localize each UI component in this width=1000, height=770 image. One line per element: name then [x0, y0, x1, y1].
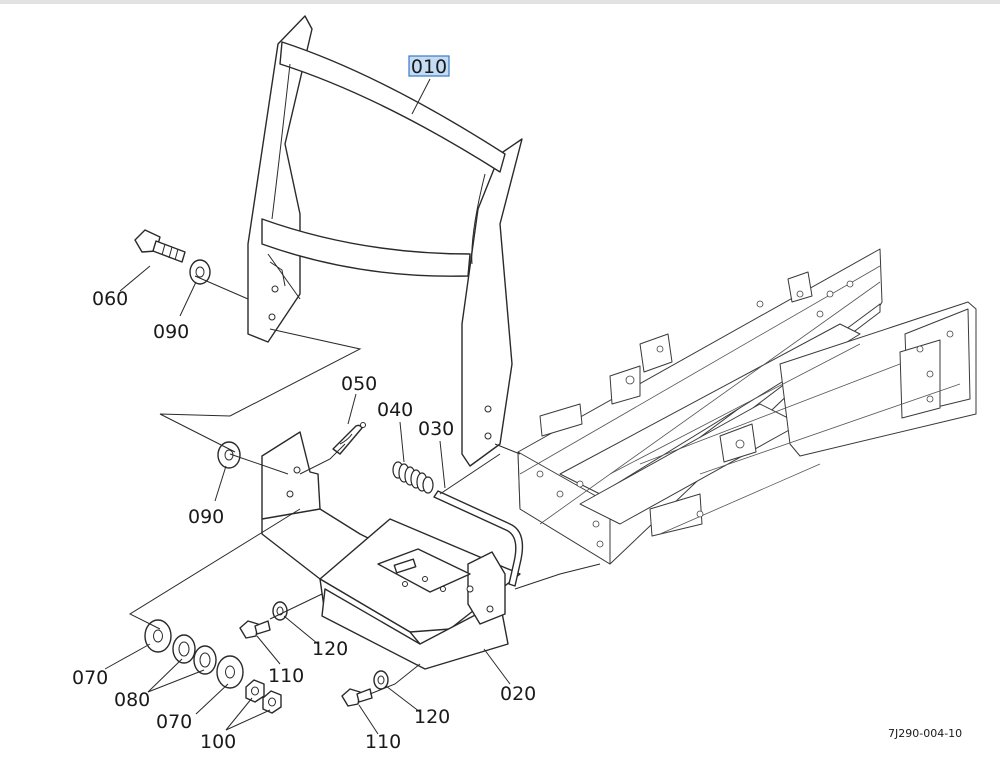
assembly-guide-lines [128, 275, 601, 695]
callout-040[interactable]: 040 [377, 399, 413, 421]
bolt-part-060[interactable] [134, 229, 186, 263]
callout-020[interactable]: 020 [500, 683, 536, 705]
bolt-part-110-lower[interactable] [341, 688, 373, 707]
spring-part-040[interactable] [392, 461, 434, 494]
rod-part-030[interactable] [433, 490, 524, 587]
washer-part-090-top[interactable] [189, 259, 211, 285]
callout-leader-lines [104, 78, 511, 735]
washer-part-080-a[interactable] [172, 634, 196, 664]
clip-pin-part-050[interactable] [332, 422, 366, 455]
exploded-parts-diagram: 010 060 090 050 040 030 090 070 080 070 … [72, 15, 977, 753]
nut-part-100-b[interactable] [262, 690, 282, 714]
bolt-part-110-upper[interactable] [239, 620, 271, 639]
callout-110-upper[interactable]: 110 [268, 665, 304, 687]
callout-120-upper[interactable]: 120 [312, 638, 348, 660]
drawing-number: 7J290-004-10 [888, 727, 962, 740]
callout-050[interactable]: 050 [341, 373, 377, 395]
tractor-frame-illustration [517, 248, 977, 565]
bracket-part-020[interactable] [261, 431, 521, 670]
svg-text:010: 010 [411, 56, 447, 78]
callout-090-top[interactable]: 090 [153, 321, 189, 343]
callout-070-b[interactable]: 070 [156, 711, 192, 733]
washer-part-070-b[interactable] [216, 655, 244, 689]
callout-110-lower[interactable]: 110 [365, 731, 401, 753]
callout-070-a[interactable]: 070 [72, 667, 108, 689]
callout-100[interactable]: 100 [200, 731, 236, 753]
front-guard-part-010[interactable] [247, 15, 523, 467]
callout-060[interactable]: 060 [92, 288, 128, 310]
callout-120-lower[interactable]: 120 [414, 706, 450, 728]
washer-part-070-a[interactable] [144, 619, 172, 653]
nut-part-100-a[interactable] [245, 679, 265, 703]
washer-part-080-b[interactable] [193, 645, 217, 675]
lock-washer-part-120-lower[interactable] [373, 670, 389, 690]
callout-090-lower[interactable]: 090 [188, 506, 224, 528]
washer-part-090-lower[interactable] [217, 441, 241, 469]
callout-010[interactable]: 010 [408, 55, 450, 78]
callout-080[interactable]: 080 [114, 689, 150, 711]
callout-030[interactable]: 030 [418, 418, 454, 440]
